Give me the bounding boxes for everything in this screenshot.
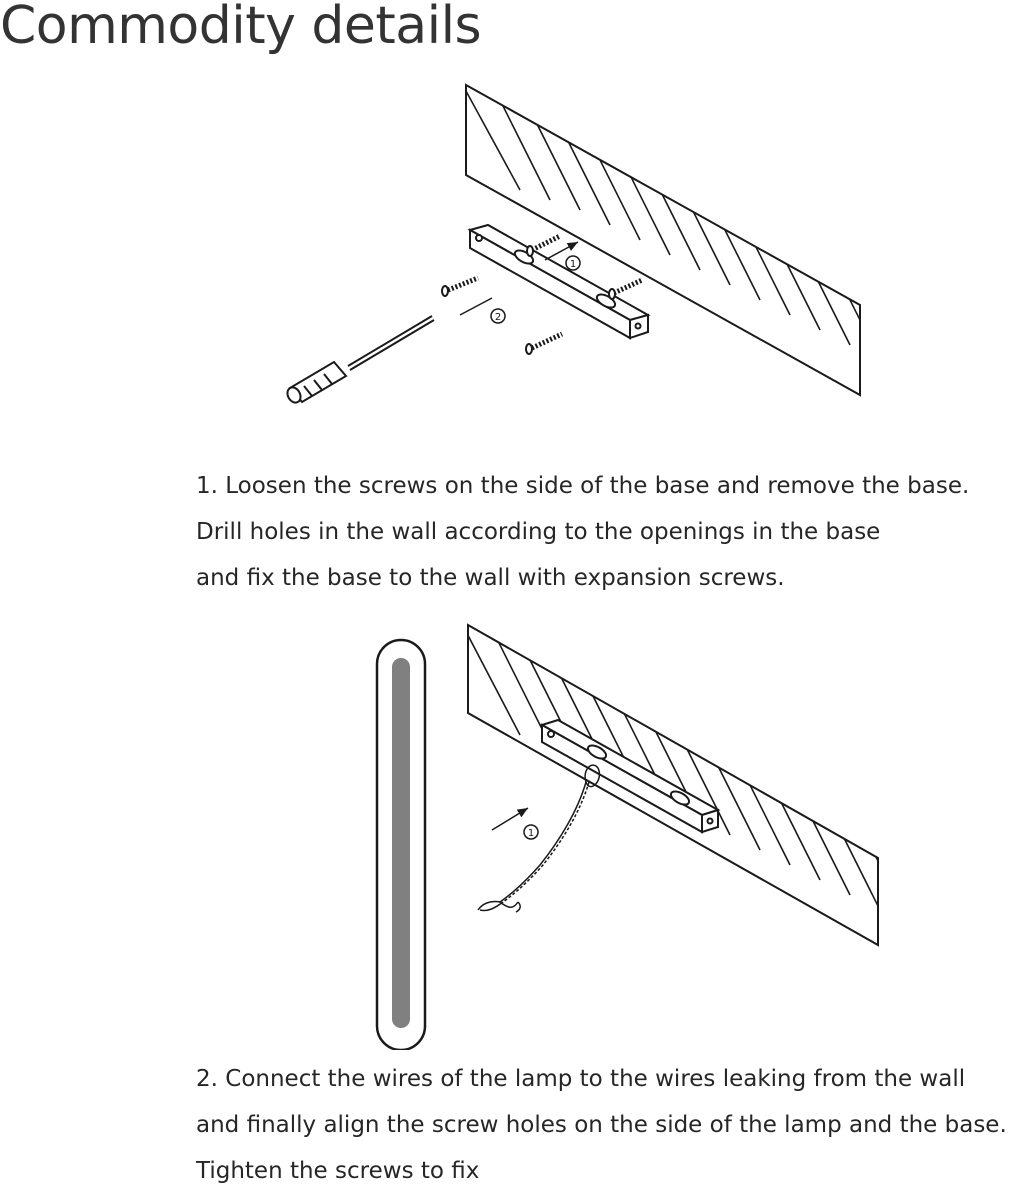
step-2-line-3: Tighten the screws to fix <box>196 1158 480 1184</box>
screw-icon <box>608 277 644 300</box>
hatched-wall-icon <box>465 83 861 397</box>
lamp-bar-icon <box>375 638 427 1050</box>
screwdriver-icon <box>286 315 435 404</box>
screw-icon <box>526 233 562 257</box>
arrow-icon <box>491 807 529 831</box>
step-1-line-2: Drill holes in the wall according to the… <box>196 519 881 545</box>
step-1-instructions: 1. Loosen the screws on the side of the … <box>196 463 969 601</box>
callout-2: 2 <box>490 308 506 324</box>
page-title: Commodity details <box>0 0 482 56</box>
svg-text:2: 2 <box>495 312 501 323</box>
step-1-diagram: 1 2 <box>286 83 861 404</box>
screw-icon <box>525 331 564 355</box>
callout-1: 1 <box>523 824 539 840</box>
screw-icon <box>441 275 479 297</box>
arrow-icon <box>459 241 579 316</box>
step-2-instructions: 2. Connect the wires of the lamp to the … <box>196 1056 1007 1194</box>
svg-text:1: 1 <box>528 828 534 839</box>
step-2-diagram: 1 <box>375 623 879 1050</box>
mounting-bracket-icon <box>539 718 721 834</box>
step-1-line-3: and fix the base to the wall with expans… <box>196 565 785 591</box>
hatched-wall-icon <box>467 623 879 947</box>
step-1-line-1: 1. Loosen the screws on the side of the … <box>196 473 970 499</box>
wire-icon <box>477 764 601 913</box>
step-2-line-2: and finally align the screw holes on the… <box>196 1112 1007 1138</box>
svg-text:1: 1 <box>570 259 576 270</box>
callout-1: 1 <box>565 255 581 271</box>
mounting-bracket-icon <box>467 223 651 340</box>
step-2-line-1: 2. Connect the wires of the lamp to the … <box>196 1066 966 1092</box>
